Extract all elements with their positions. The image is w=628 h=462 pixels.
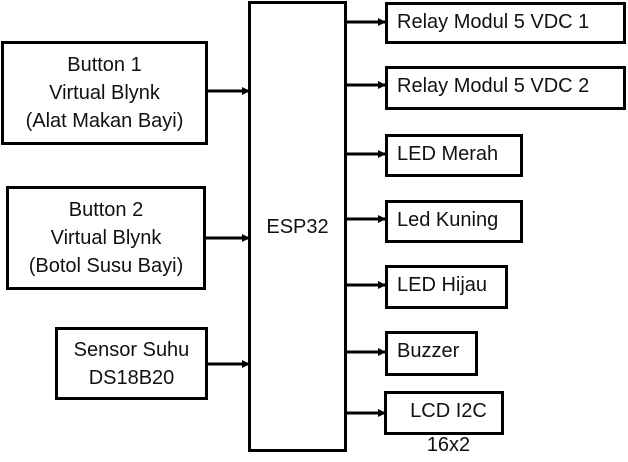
controller-esp32: ESP32 bbox=[248, 1, 347, 452]
output-label-led-hijau: LED Hijau bbox=[397, 274, 488, 296]
output-block-lcd: LCD I2C 16x2 bbox=[384, 391, 504, 456]
input-block-temperature-sensor: Sensor Suhu DS18B20 bbox=[55, 327, 208, 400]
output-label-buzzer: Buzzer bbox=[397, 340, 460, 362]
output-label-lcd: LCD I2C 16x2 bbox=[410, 400, 487, 456]
output-label-relay-2: Relay Modul 5 VDC 2 bbox=[397, 75, 590, 97]
input-block-button-1: Button 1 Virtual Blynk (Alat Makan Bayi) bbox=[1, 41, 208, 145]
output-block-buzzer: Buzzer bbox=[385, 331, 478, 376]
controller-label: ESP32 bbox=[266, 215, 329, 238]
output-label-led-kuning: Led Kuning bbox=[397, 209, 499, 231]
output-block-led-kuning: Led Kuning bbox=[385, 200, 523, 243]
input-2-line-1: Button 2 bbox=[68, 199, 144, 221]
input-2-line-2: Virtual Blynk bbox=[50, 227, 162, 249]
input-1-line-1: Button 1 bbox=[67, 54, 142, 76]
output-block-led-hijau: LED Hijau bbox=[385, 265, 508, 309]
output-block-relay-1: Relay Modul 5 VDC 1 bbox=[385, 2, 626, 44]
output-block-led-merah: LED Merah bbox=[385, 134, 523, 177]
sensor-line-2: DS18B20 bbox=[88, 366, 175, 389]
output-label-led-merah: LED Merah bbox=[397, 143, 499, 165]
input-2-line-3: (Botol Susu Bayi) bbox=[28, 255, 184, 277]
input-1-line-3: (Alat Makan Bayi) bbox=[25, 110, 184, 132]
sensor-line-1: Sensor Suhu bbox=[73, 338, 190, 361]
input-1-line-2: Virtual Blynk bbox=[49, 82, 160, 104]
output-label-relay-1: Relay Modul 5 VDC 1 bbox=[397, 11, 590, 33]
input-block-button-2: Button 2 Virtual Blynk (Botol Susu Bayi) bbox=[6, 186, 206, 290]
output-block-relay-2: Relay Modul 5 VDC 2 bbox=[385, 66, 626, 110]
